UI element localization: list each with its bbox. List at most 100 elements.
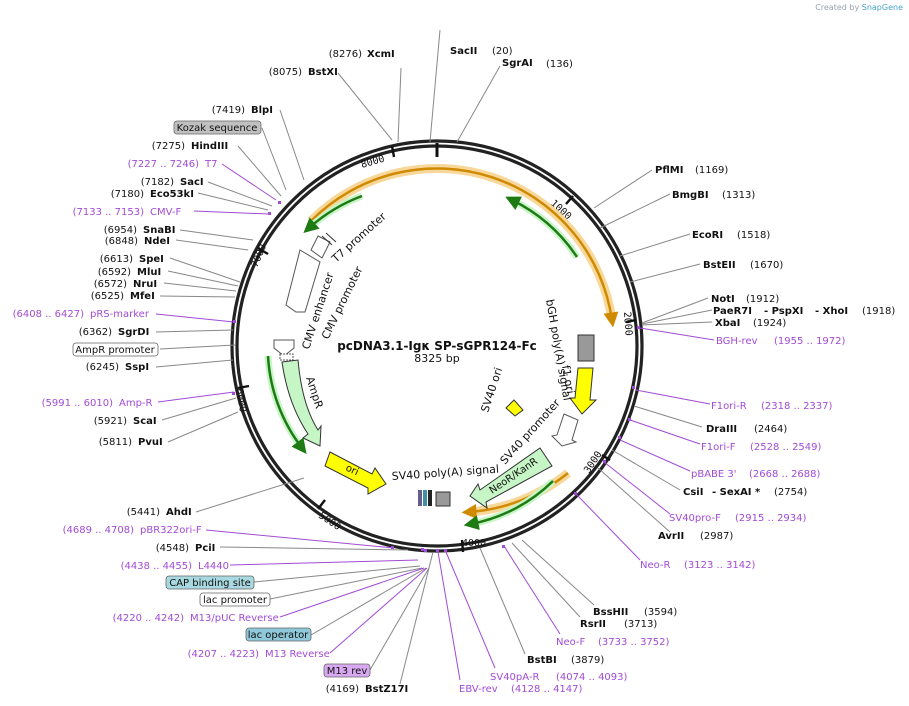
leader-bsteii [629,263,701,283]
pos-bstxi: (8075) [269,67,302,78]
pos-sacii: (20) [492,46,513,57]
primer-m13-reverse: M13 Reverse [265,649,330,660]
sv40-polya-mark [418,490,422,506]
primer-neo-f: Neo-F [556,637,586,648]
f1-ori-arrow [569,367,598,415]
leader-kozak [261,127,287,191]
pos-f1ori-r: (2318 .. 2337) [761,401,833,412]
pos-pcii: (4548) [156,543,189,554]
enzyme-xbai: XbaI [715,318,740,329]
leader-hindiii [237,145,282,197]
enzyme-bstxi: BstXI [308,67,338,78]
pos-saci: (7182) [141,177,174,188]
primer-f1ori-r: F1ori-R [711,401,747,412]
ampr-promoter-dots [279,353,294,361]
ruler-tick-8000 [390,145,396,158]
orf-arc-green-top-right-line [505,196,579,258]
pos-nrui: (6572) [94,279,127,290]
pos-amp-r: (5991 .. 6010) [42,398,114,409]
leader-rsrii [511,542,581,618]
snapgene-logo: SnapGene [861,3,903,12]
pos-ebv-rev: (4128 .. 4147) [511,684,583,695]
primer-m13-puc-reverse: M13/pUC Reverse [190,613,279,624]
pos-ahdi: (5441) [127,507,160,518]
leader-bgh-rev [639,327,715,341]
ruler-label-2000: 2000 [621,311,634,336]
leader-nrui [163,282,237,292]
enzyme-pflmi: PflMI [655,165,683,176]
enzyme-ecori: EcoRI [692,230,723,241]
label-ori: ori [344,463,360,478]
primer-ticks [232,201,640,552]
enzyme-csii: CsiI [683,487,703,498]
leader-m13-puc [279,567,425,618]
primer-cmv-f: CMV-F [150,207,181,218]
pos-bsteii: (1670) [750,260,783,271]
ruler-label-7000: 7000 [250,243,270,269]
svg-text:M13 rev: M13 rev [327,666,368,677]
sv40-ori-block [505,399,524,417]
ori-arrow [324,451,387,495]
sv40-polya-block [435,491,451,507]
pos-draiii: (2464) [754,424,787,435]
pos-sgrdi: (6362) [79,327,112,338]
pos-bmgbi: (1313) [722,190,755,201]
cmv-promoter-arrow [310,235,331,259]
enzyme-rsrii: RsrII [580,619,606,630]
enzyme-bstbi: BstBI [527,655,557,666]
enzyme-sexai: - SexAI * [712,487,761,498]
ruler-tick-2000 [625,318,637,324]
leader-m13-rev [369,567,430,671]
leader-l4440 [229,559,419,566]
leader-f1ori-r [635,389,711,405]
ruler-tick-6000 [237,384,250,390]
primer-ebv-rev: EBV-rev [459,684,498,695]
pos-sv40pa-r: (4074 .. 4093) [556,672,628,683]
leader-csii [611,449,681,491]
leader-sspi [155,359,234,368]
svg-text:lac operator: lac operator [248,630,309,641]
ampr-promoter-arrow [273,339,295,357]
primer-pbr322ori-f: pBR322ori-F [140,525,202,536]
pos-eco53ki: (7180) [111,189,144,200]
enzyme-pspxi: - PspXI [764,306,803,317]
leader-noti [641,297,709,324]
leader-xbai [641,321,713,326]
enzyme-mfei: MfeI [130,291,155,302]
pos-neo-f: (3733 .. 3752) [598,637,670,648]
leader-neo-r [575,493,641,561]
enzyme-paer7i: PaeR7I [713,306,752,317]
pos-sgrai: (136) [546,59,573,70]
leader-neo-f [503,545,561,635]
enzyme-saci: SacI [180,177,204,188]
orf-arc-bottom-line [461,472,569,519]
ruler-tick-7000 [257,246,269,256]
enzyme-bsteii: BstEII [703,260,736,271]
leader-avrii [597,467,671,533]
leader-t7 [221,163,277,201]
enzyme-mlui: MluI [137,267,161,278]
pos-sv40pro-f: (2915 .. 2934) [735,513,807,524]
orf-arc-green-bottom-line [463,480,554,530]
inner-features [264,163,619,530]
sv40-polya-mark-3 [428,490,432,506]
primer-l4440: L4440 [198,561,229,572]
primer-pbabe3: pBABE 3' [691,469,737,480]
leader-ebv-rev [437,551,461,681]
leader-xcmi [397,67,402,143]
leader-pflmi [593,169,653,209]
leader-mlui [167,270,239,287]
pos-bsshii: (3594) [644,607,677,618]
primer-amp-r: Amp-R [119,398,153,409]
sv40-polya-mark-2 [423,490,427,506]
ruler-tick-5000 [317,499,326,510]
enzyme-bmgbi: BmgBI [672,190,709,201]
enzyme-sspi: SspI [125,362,149,373]
sv40-promoter-arrow [550,413,579,447]
leader-sacii [429,29,441,143]
pos-bstbi: (3879) [571,655,604,666]
leader-bsshii [521,539,595,606]
t7-promoter-mark [321,235,333,246]
pos-l4440: (4438 .. 4455) [121,561,193,572]
primer-sv40pro-f: SV40pro-F [669,513,721,524]
